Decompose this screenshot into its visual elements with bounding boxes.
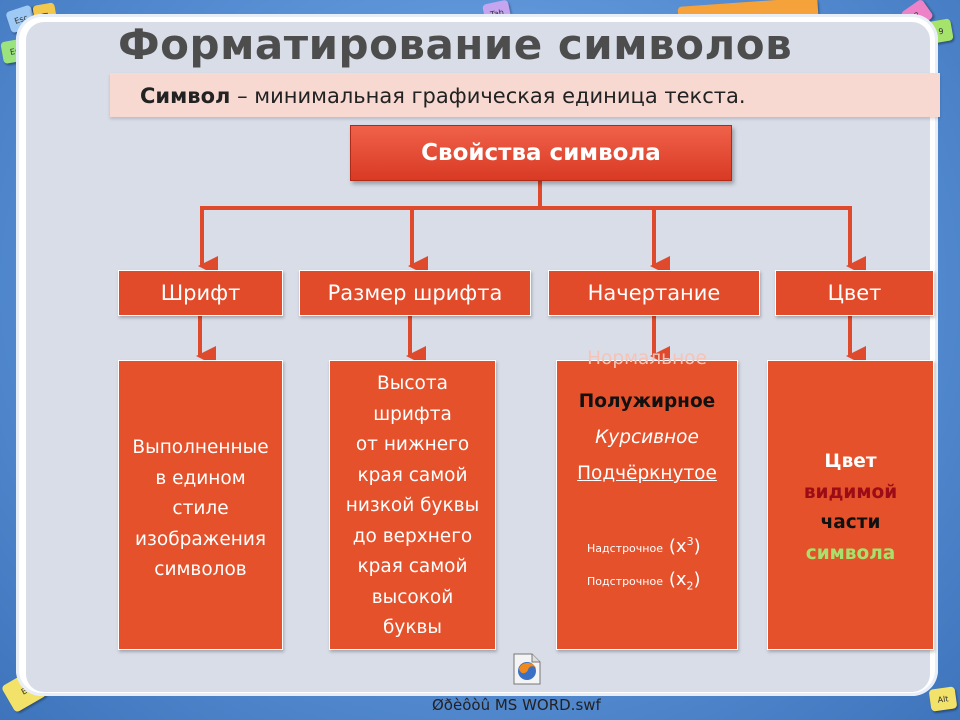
size-desc-line: Высота — [377, 373, 448, 394]
font-desc-line: символов — [154, 559, 247, 580]
subscript-index: 2 — [686, 579, 694, 593]
size-desc-line: от нижнего — [355, 434, 470, 455]
style-normal: Нормальное — [587, 348, 707, 369]
color-description-box: Цвет видимой части символа — [767, 360, 934, 650]
font-desc-line: в едином — [155, 467, 246, 489]
definition-text: Символ – минимальная графическая единица… — [140, 84, 746, 108]
font-description-box: Выполненные в едином стиле изображения с… — [118, 360, 283, 650]
style-subscript: Подстрочное (x2) — [587, 565, 701, 602]
color-desc-line: символа — [805, 542, 896, 564]
size-desc-line: низкой буквы — [345, 495, 480, 516]
superscript-label: Надстрочное — [587, 542, 663, 555]
swf-file-icon[interactable] — [512, 653, 542, 685]
superscript-exponent: 3 — [686, 535, 694, 548]
style-description-box: Нормальное Полужирное Курсивное Подчёркн… — [556, 348, 738, 650]
style-superscript: Надстрочное (x3) — [587, 527, 701, 565]
category-font: Шрифт — [118, 270, 283, 316]
size-desc-line: края самой — [357, 464, 468, 486]
swf-file-link[interactable]: Øðèôòû MS WORD.swf — [432, 696, 601, 714]
size-desc-line: высокой — [371, 586, 454, 608]
size-desc-line: края самой — [357, 556, 468, 577]
slide-title: Форматирование символов — [118, 20, 793, 69]
definition-rest: – минимальная графическая единица текста… — [230, 84, 746, 108]
color-desc-line: Цвет — [824, 451, 877, 472]
size-desc-line: буквы — [382, 617, 443, 638]
font-desc-line: Выполненные — [132, 437, 269, 458]
size-desc-line: шрифта — [373, 403, 452, 425]
font-desc-line: стиле — [172, 498, 229, 519]
color-desc-line: видимой — [803, 481, 898, 503]
category-font-size: Размер шрифта — [299, 270, 531, 316]
category-color: Цвет — [775, 270, 934, 316]
subscript-close: ) — [693, 569, 701, 590]
category-style: Начертание — [548, 270, 760, 316]
superscript-base: (x — [668, 536, 687, 557]
style-underline: Подчёркнутое — [577, 463, 717, 484]
definition-banner: Символ – минимальная графическая единица… — [110, 73, 940, 117]
style-bold: Полужирное — [578, 391, 716, 412]
size-desc-line: до верхнего — [352, 525, 473, 547]
definition-term: Символ — [140, 84, 231, 108]
superscript-expression: (x3) — [668, 535, 701, 557]
style-italic: Курсивное — [595, 427, 699, 448]
superscript-close: ) — [693, 536, 701, 557]
root-box-properties: Свойства символа — [350, 125, 732, 181]
subscript-label: Подстрочное — [587, 575, 663, 588]
size-description-box: Высота шрифта от нижнего края самой низк… — [329, 360, 496, 650]
color-desc-line: части — [820, 512, 881, 533]
font-desc-line: изображения — [135, 528, 266, 550]
subscript-base: (x — [668, 569, 687, 590]
subscript-expression: (x2) — [668, 569, 701, 593]
